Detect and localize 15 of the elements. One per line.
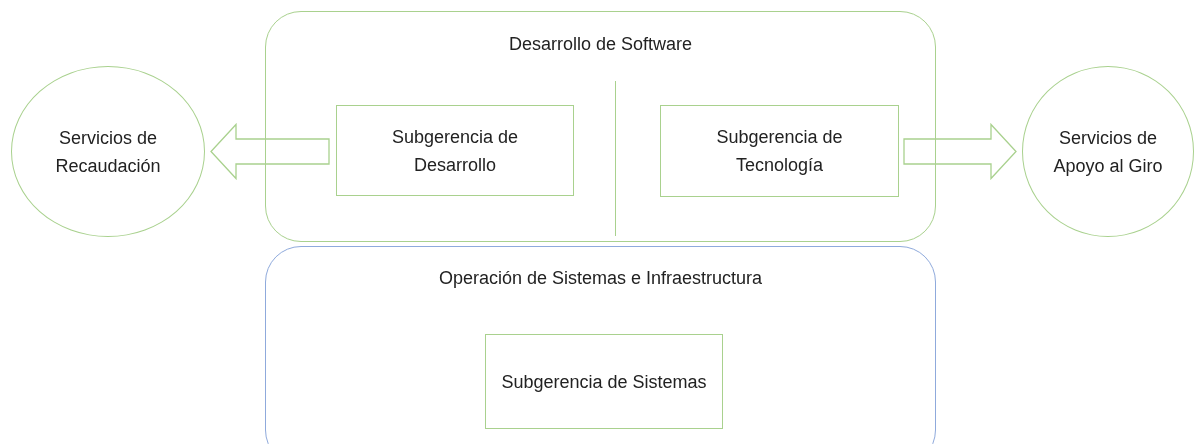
unit-box (485, 334, 723, 429)
unit-box (660, 105, 899, 197)
unit-box (336, 105, 574, 196)
department-container (265, 11, 936, 242)
node-label: Subgerencia de Desarrollo (390, 125, 520, 177)
service-ellipse (1022, 66, 1194, 237)
service-ellipse (11, 66, 205, 237)
node-label: Subgerencia de Tecnología (715, 126, 844, 177)
node-label: Subgerencia de Sistemas (500, 370, 708, 394)
node-label: Servicios de Recaudación (54, 126, 162, 178)
container-title: Operación de Sistemas e Infraestructura (437, 267, 764, 290)
node-label: Servicios de Apoyo al Giro (1052, 126, 1164, 178)
block-arrow (903, 122, 1017, 181)
block-arrow (210, 122, 330, 181)
container-title: Desarrollo de Software (507, 33, 694, 56)
